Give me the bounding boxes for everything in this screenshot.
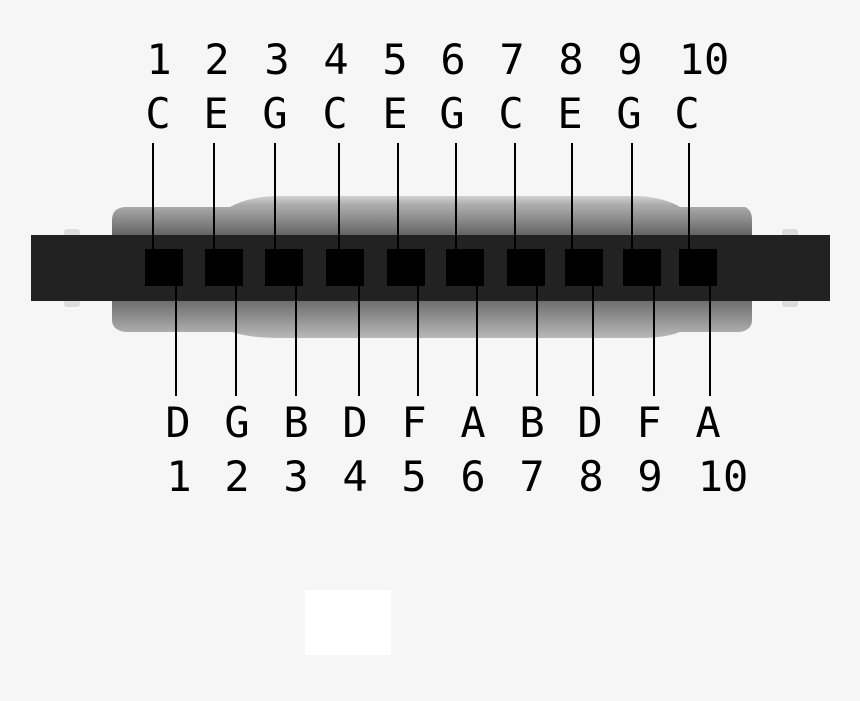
blow-note: G bbox=[262, 89, 288, 138]
draw-note: B bbox=[283, 398, 309, 447]
draw-note: D bbox=[165, 398, 191, 447]
blow-note: C bbox=[674, 89, 700, 138]
hole-4 bbox=[326, 249, 364, 286]
draw-hole-number: 7 bbox=[519, 452, 545, 501]
blank-box bbox=[305, 590, 391, 655]
blow-note: E bbox=[557, 89, 583, 138]
hole-row bbox=[145, 249, 717, 286]
blow-hole-number: 7 bbox=[499, 35, 525, 84]
hole-10 bbox=[679, 249, 717, 286]
draw-hole-number: 8 bbox=[578, 452, 604, 501]
blow-hole-number: 6 bbox=[440, 35, 466, 84]
blow-hole-number: 2 bbox=[204, 35, 230, 84]
blow-note: C bbox=[145, 89, 171, 138]
draw-note: A bbox=[695, 398, 721, 447]
leader-lines bbox=[152, 143, 711, 396]
blow-hole-number: 3 bbox=[264, 35, 290, 84]
blow-note: E bbox=[203, 89, 229, 138]
blow-note: E bbox=[382, 89, 408, 138]
draw-hole-number: 2 bbox=[224, 452, 250, 501]
hole-7 bbox=[507, 249, 545, 286]
blow-hole-number: 9 bbox=[617, 35, 643, 84]
draw-hole-number: 6 bbox=[460, 452, 486, 501]
draw-note: F bbox=[636, 398, 662, 447]
blow-hole-number: 4 bbox=[323, 35, 349, 84]
blow-note: C bbox=[498, 89, 524, 138]
draw-hole-number: 9 bbox=[637, 452, 663, 501]
draw-note: A bbox=[460, 398, 486, 447]
draw-hole-number: 4 bbox=[342, 452, 368, 501]
draw-hole-number: 10 bbox=[697, 452, 749, 501]
draw-note: F bbox=[401, 398, 427, 447]
hole-5 bbox=[387, 249, 425, 286]
blow-hole-number: 10 bbox=[678, 35, 730, 84]
hole-6 bbox=[446, 249, 484, 286]
blow-hole-number: 5 bbox=[382, 35, 408, 84]
draw-note: G bbox=[224, 398, 250, 447]
hole-1 bbox=[145, 249, 183, 286]
blow-hole-number: 1 bbox=[146, 35, 172, 84]
hole-2 bbox=[205, 249, 243, 286]
hole-9 bbox=[623, 249, 661, 286]
blow-hole-number: 8 bbox=[558, 35, 584, 84]
draw-hole-number: 3 bbox=[283, 452, 309, 501]
blow-note: G bbox=[616, 89, 642, 138]
hole-8 bbox=[565, 249, 603, 286]
draw-hole-number: 1 bbox=[166, 452, 192, 501]
draw-note: B bbox=[519, 398, 545, 447]
draw-note: D bbox=[577, 398, 603, 447]
hole-3 bbox=[265, 249, 303, 286]
blow-note: G bbox=[439, 89, 465, 138]
draw-hole-number: 5 bbox=[401, 452, 427, 501]
blow-note: C bbox=[322, 89, 348, 138]
draw-note: D bbox=[342, 398, 368, 447]
